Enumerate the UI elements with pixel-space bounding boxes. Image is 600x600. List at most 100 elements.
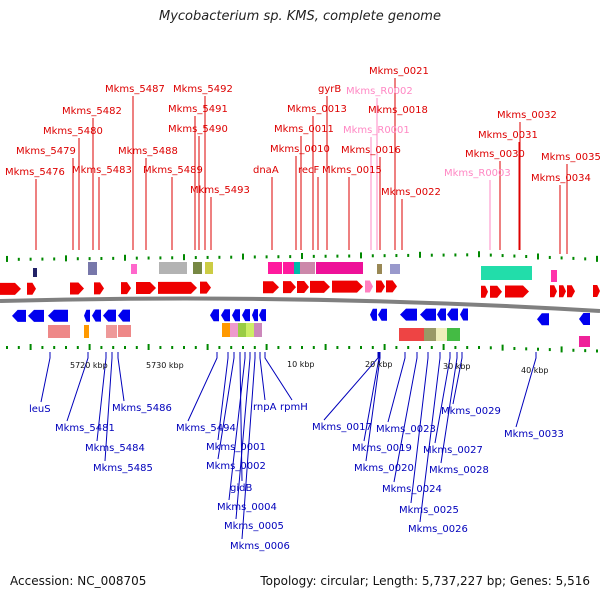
gene-label-top: Mkms_0018 [368, 105, 428, 116]
scale-tick [289, 255, 292, 259]
scale-tick [277, 346, 280, 349]
feature-block [424, 328, 436, 341]
scale-tick [478, 251, 480, 258]
forward-gene-arrow [94, 282, 104, 295]
scale-label: 5720 kbp [70, 361, 108, 370]
scale-tick [537, 347, 539, 351]
scale-tick [395, 346, 398, 349]
scale-tick [572, 256, 575, 260]
scale-tick [171, 346, 174, 349]
scale-tick [242, 346, 244, 349]
gene-label-top: Mkms_0022 [381, 187, 441, 198]
scale-tick [301, 252, 303, 259]
scale-tick [6, 346, 8, 349]
label-leader-line [452, 352, 463, 405]
scale-tick [206, 255, 209, 259]
gene-label-top: Mkms_R0001 [343, 125, 410, 136]
scale-tick [430, 346, 433, 349]
gene-label-bottom: Mkms_0026 [408, 524, 468, 535]
scale-tick [572, 348, 575, 352]
reverse-gene-arrow [12, 309, 26, 322]
reverse-gene-arrow [103, 309, 116, 322]
forward-gene-arrow [550, 285, 557, 298]
feature-block [254, 323, 262, 337]
scale-tick [407, 346, 410, 349]
reverse-gene-arrow [118, 309, 130, 322]
gene-label-bottom: rnpA [253, 402, 277, 413]
forward-gene-arrow [297, 280, 309, 293]
label-leader-line [96, 352, 107, 442]
gene-label-top: dnaA [253, 165, 279, 176]
forward-gene-arrow [263, 281, 279, 294]
gene-label-bottom: rpmH [280, 402, 308, 413]
scale-tick [525, 347, 528, 351]
reverse-gene-arrow [447, 308, 458, 321]
scale-tick [194, 256, 197, 260]
label-leader-line [66, 352, 89, 422]
label-leader-line [323, 352, 379, 421]
gene-label-bottom: Mkms_0023 [376, 424, 436, 435]
gene-label-bottom: Mkms_0027 [423, 445, 483, 456]
scale-tick [100, 256, 103, 260]
label-leader-line [235, 352, 251, 520]
gene-label-top: Mkms_5482 [62, 106, 122, 117]
gene-label-top: Mkms_R0002 [346, 86, 413, 97]
label-leader-line [117, 352, 125, 402]
scale-tick [65, 346, 67, 349]
scale-tick [124, 254, 126, 261]
scale-tick [478, 346, 480, 349]
scale-tick [135, 256, 138, 260]
scale-tick [29, 257, 32, 261]
gene-label-top: Mkms_0016 [341, 145, 401, 156]
accession-text: Accession: NC_008705 [10, 574, 147, 588]
gene-label-bottom: Mkms_0020 [354, 463, 414, 474]
label-leader-line [104, 352, 113, 462]
scale-tick [596, 349, 598, 353]
feature-block [436, 328, 447, 341]
forward-gene-arrow [376, 280, 385, 293]
scale-tick [407, 253, 410, 257]
forward-gene-arrow [365, 280, 373, 293]
scale-tick [206, 344, 209, 350]
scale-tick [430, 253, 433, 257]
scale-tick [548, 255, 551, 259]
gene-label-top: Mkms_0015 [322, 165, 382, 176]
scale-label: 5730 kbp [146, 361, 184, 370]
reverse-gene-arrow [420, 308, 436, 321]
scale-tick [147, 344, 150, 350]
label-leader-line [363, 352, 380, 442]
scale-tick [348, 254, 351, 258]
reverse-gene-arrow [378, 308, 387, 321]
gene-label-top: Mkms_0010 [270, 144, 330, 155]
scale-tick [383, 344, 386, 350]
scale-tick [183, 254, 185, 261]
scale-tick [513, 254, 516, 258]
scale-tick [312, 346, 315, 349]
scale-label: 40 kbp [521, 366, 549, 375]
scale-tick [17, 257, 20, 261]
scale-tick [584, 257, 587, 261]
scale-tick [466, 346, 469, 349]
label-leader-line [259, 352, 266, 401]
scale-tick [537, 253, 539, 260]
scale-tick [147, 256, 150, 260]
scale-tick [53, 346, 56, 349]
label-leader-line [440, 352, 458, 464]
gene-label-top: Mkms_5483 [72, 165, 132, 176]
feature-block [205, 262, 213, 274]
label-leader-line [434, 352, 451, 444]
reverse-gene-arrow [84, 309, 90, 322]
gene-label-top: Mkms_0030 [465, 149, 525, 160]
reverse-gene-arrow [252, 309, 258, 322]
forward-gene-arrow [567, 285, 575, 298]
reverse-gene-arrow [232, 309, 240, 322]
feature-block [294, 262, 300, 274]
label-leader-line [419, 352, 441, 523]
scale-tick [501, 344, 504, 351]
gene-label-bottom: leuS [29, 404, 51, 415]
scale-tick [360, 252, 362, 259]
forward-gene-arrow [283, 281, 296, 294]
forward-gene-arrow [70, 282, 84, 295]
scale-tick [41, 346, 44, 349]
gene-label-bottom: Mkms_0001 [206, 442, 266, 453]
